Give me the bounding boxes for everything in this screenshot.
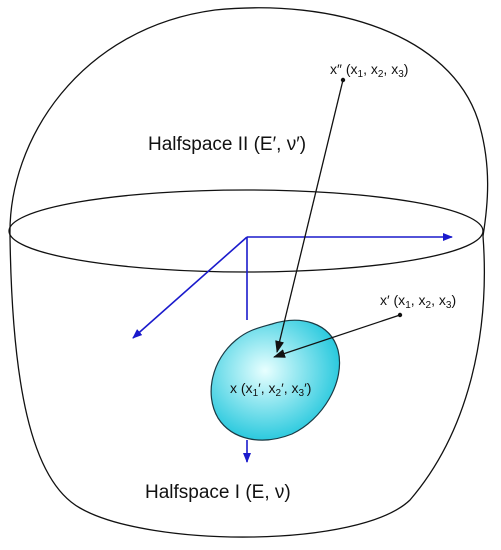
point-x-prime-dot — [397, 312, 403, 318]
interface-plane-ellipse — [8, 189, 484, 273]
vector-x-double-prime — [275, 79, 344, 353]
point-x-prime-label: x′ (x1, x2, x3) — [380, 292, 456, 311]
point-x-double-prime-label: x″ (x1, x2, x3) — [330, 61, 408, 80]
point-x-label: x (x1′, x2′, x3′) — [230, 380, 311, 399]
inclusion-region — [210, 319, 341, 441]
halfspace-i-label: Halfspace I (E, ν) — [145, 482, 291, 503]
vector-x-prime — [273, 314, 401, 358]
outer-body-outline — [9, 7, 489, 538]
halfspace-ii-label: Halfspace II (E′, ν′) — [148, 134, 306, 155]
point-x-double-prime-dot — [340, 77, 346, 83]
x2-axis — [132, 236, 248, 339]
